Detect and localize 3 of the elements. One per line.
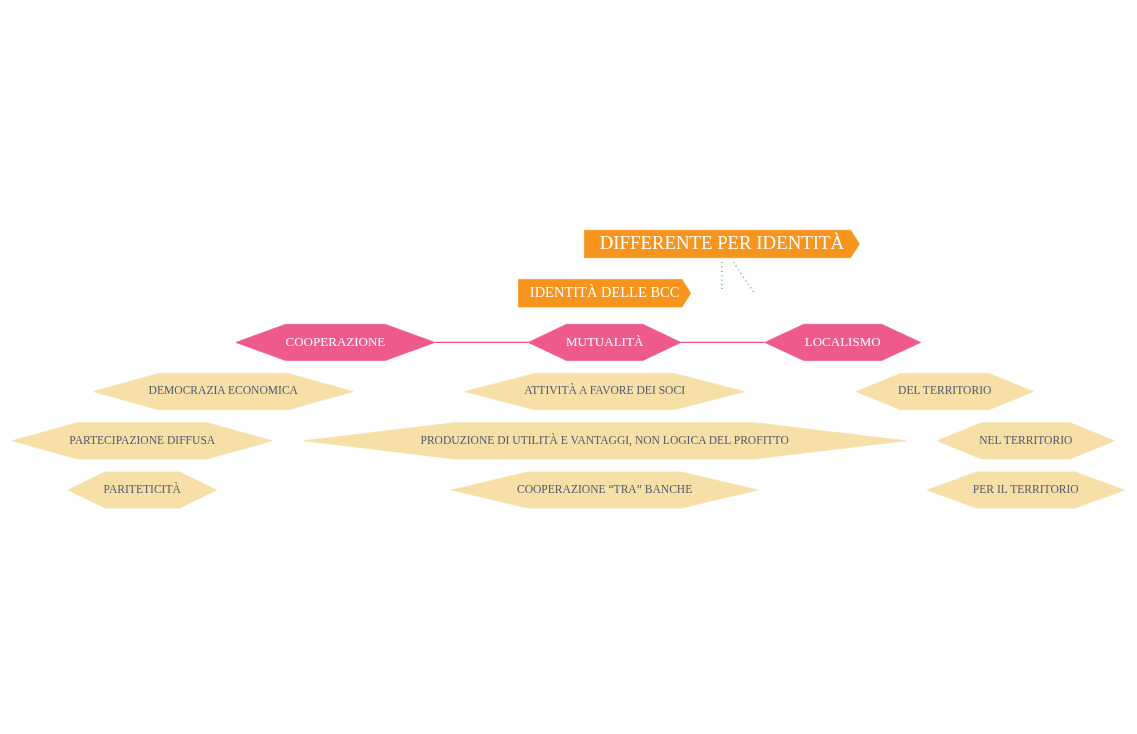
connector	[732, 261, 755, 294]
connector	[434, 341, 529, 343]
connector	[680, 341, 765, 343]
